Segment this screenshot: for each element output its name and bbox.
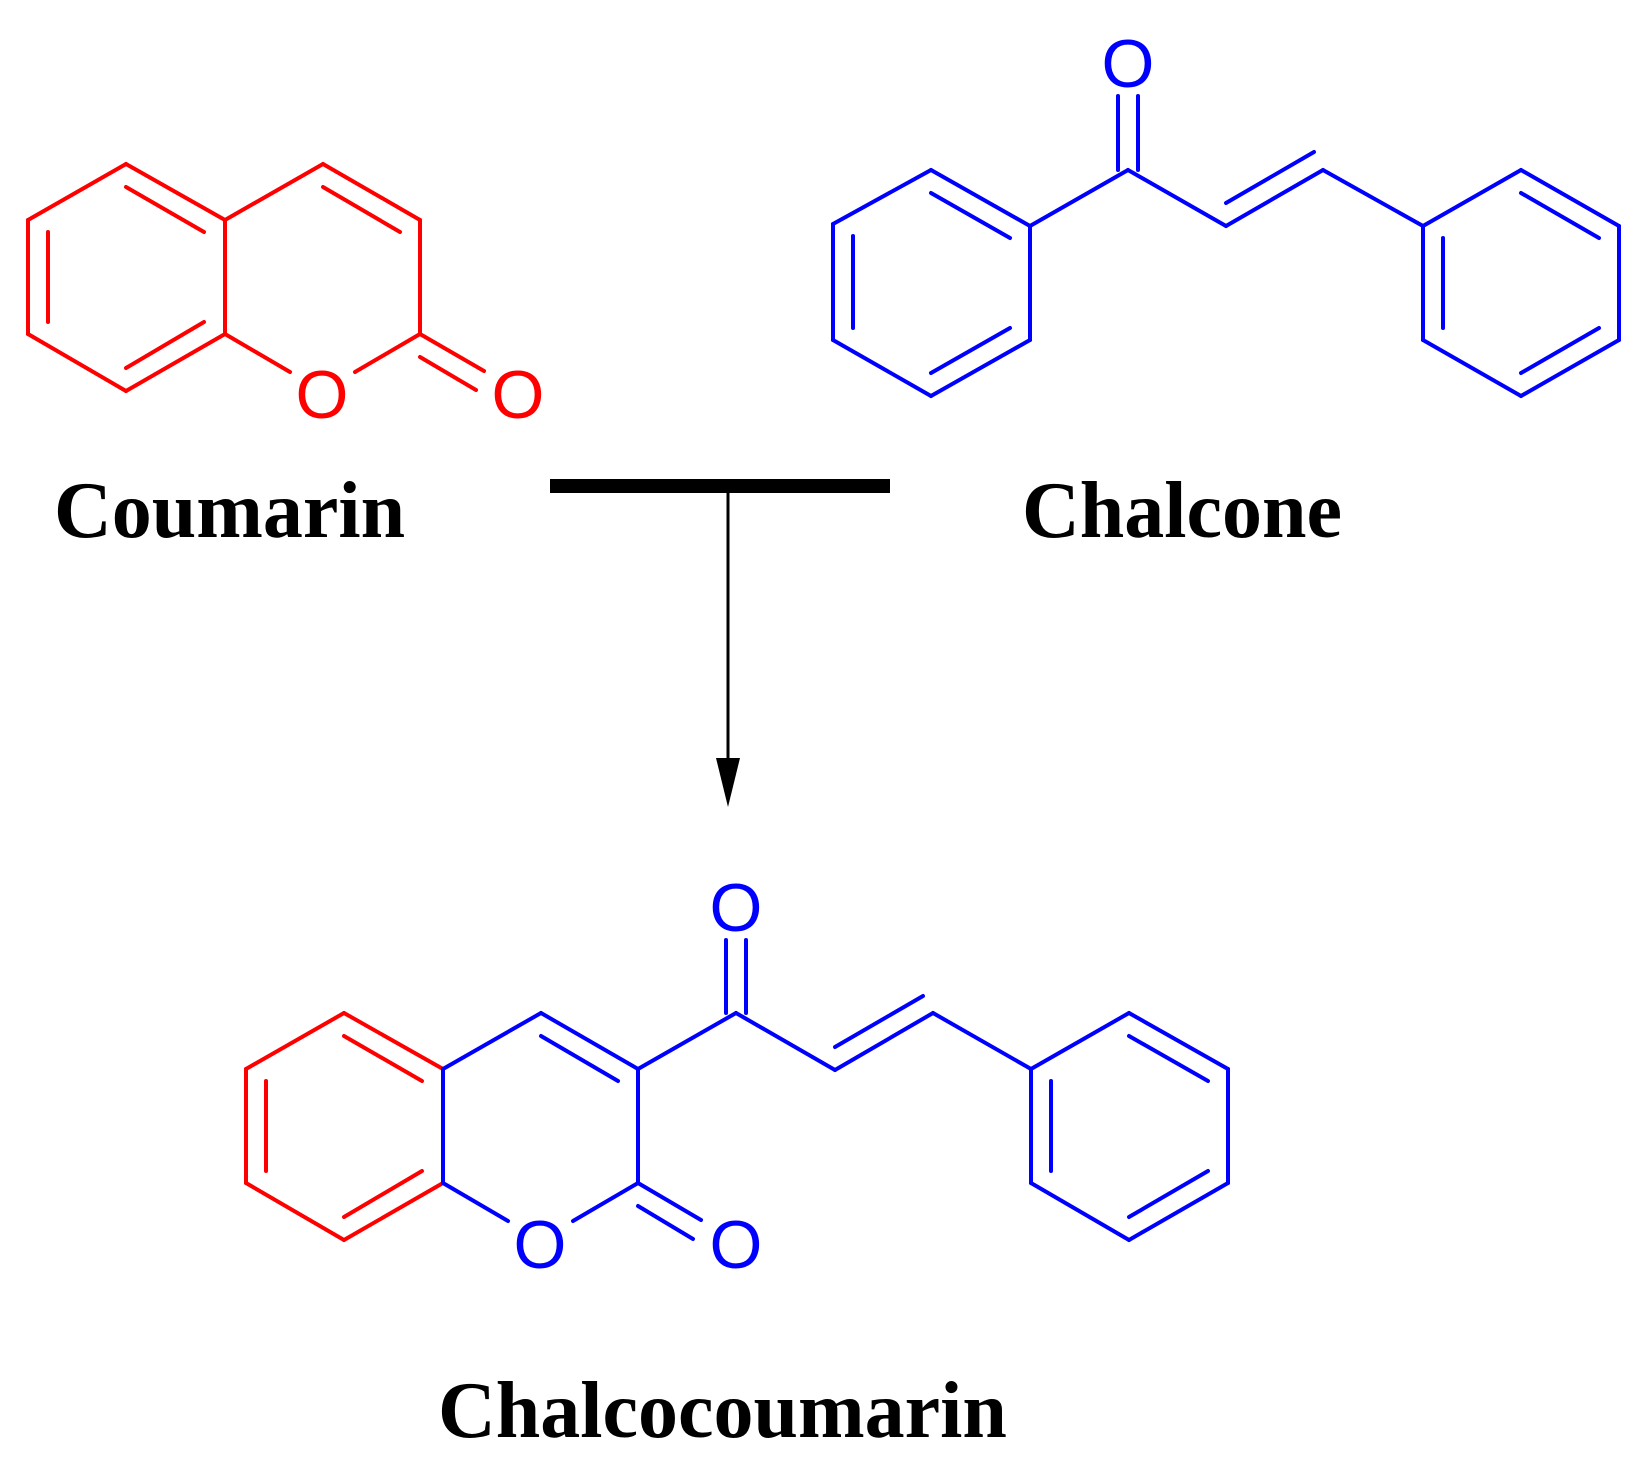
bond xyxy=(1127,1181,1230,1242)
bond xyxy=(1029,1181,1131,1242)
bond xyxy=(124,332,227,393)
double-bond-inner xyxy=(1127,1034,1210,1083)
chalcocoumarin-label: Chalcocoumarin xyxy=(438,1367,1007,1455)
double-bond-inner xyxy=(342,1169,424,1219)
bond xyxy=(342,1011,445,1071)
double-bond-inner xyxy=(321,185,402,234)
bond xyxy=(1224,168,1325,228)
bond xyxy=(1028,168,1130,228)
bond xyxy=(734,1011,837,1072)
bond xyxy=(1519,168,1621,228)
bond xyxy=(223,332,292,374)
bond xyxy=(223,162,325,222)
bond xyxy=(244,1011,346,1071)
bond xyxy=(636,1011,738,1071)
chalcocoumarin-chalcone-part xyxy=(441,938,1230,1242)
double-bond-inner xyxy=(1519,326,1601,375)
double-bond-inner xyxy=(929,191,1012,240)
bond xyxy=(1519,338,1621,398)
chalcocoumarin-carbonyl-oxygen: O xyxy=(710,1207,763,1283)
bond xyxy=(26,332,128,393)
double-bond-inner xyxy=(833,994,925,1049)
double-bond-inner xyxy=(124,185,206,234)
bond xyxy=(124,162,227,222)
chalcocoumarin-ring-oxygen: O xyxy=(514,1207,567,1283)
double-bond-inner xyxy=(539,1034,620,1083)
double-bond-inner xyxy=(1224,150,1316,205)
bond xyxy=(244,1181,346,1242)
bond xyxy=(1421,338,1523,398)
bond xyxy=(929,338,1032,398)
bond xyxy=(321,162,422,222)
coumarin-carbonyl-oxygen: O xyxy=(492,357,545,433)
bond xyxy=(833,1011,935,1072)
reaction-arrow xyxy=(550,479,890,807)
chalcone-carbonyl-oxygen: O xyxy=(1102,26,1155,102)
bond xyxy=(1029,1011,1131,1071)
bond xyxy=(1421,168,1523,228)
chalcocoumarin-ketone-oxygen: O xyxy=(710,870,763,946)
bond xyxy=(831,338,933,398)
reaction-bar xyxy=(550,479,890,493)
bond xyxy=(342,1181,445,1242)
bond xyxy=(571,1181,640,1223)
chalcone-structure xyxy=(831,94,1621,398)
double-bond-inner xyxy=(342,1034,424,1083)
bond xyxy=(1321,168,1425,228)
bond xyxy=(441,1011,543,1071)
bond xyxy=(353,332,422,374)
bond xyxy=(831,168,933,226)
bond xyxy=(636,1181,703,1222)
coumarin-ring-oxygen: O xyxy=(296,357,349,433)
bond xyxy=(539,1011,640,1071)
double-bond-inner xyxy=(124,320,206,370)
bond xyxy=(441,1181,510,1223)
coumarin-label: Coumarin xyxy=(54,467,405,555)
bond xyxy=(636,1204,695,1241)
double-bond-inner xyxy=(1127,1169,1210,1219)
bond xyxy=(1127,1011,1230,1071)
double-bond-inner xyxy=(929,326,1012,375)
double-bond-inner xyxy=(1519,191,1601,240)
chalcone-label: Chalcone xyxy=(1022,467,1342,555)
bond xyxy=(418,332,486,373)
coumarin-structure xyxy=(26,162,486,393)
bond xyxy=(1126,168,1228,228)
bond xyxy=(929,168,1032,228)
bond xyxy=(26,162,128,222)
bond xyxy=(931,1011,1033,1071)
chalcocoumarin-benzene-ring xyxy=(244,1011,445,1242)
bond xyxy=(418,355,478,392)
arrow-head xyxy=(716,758,740,807)
